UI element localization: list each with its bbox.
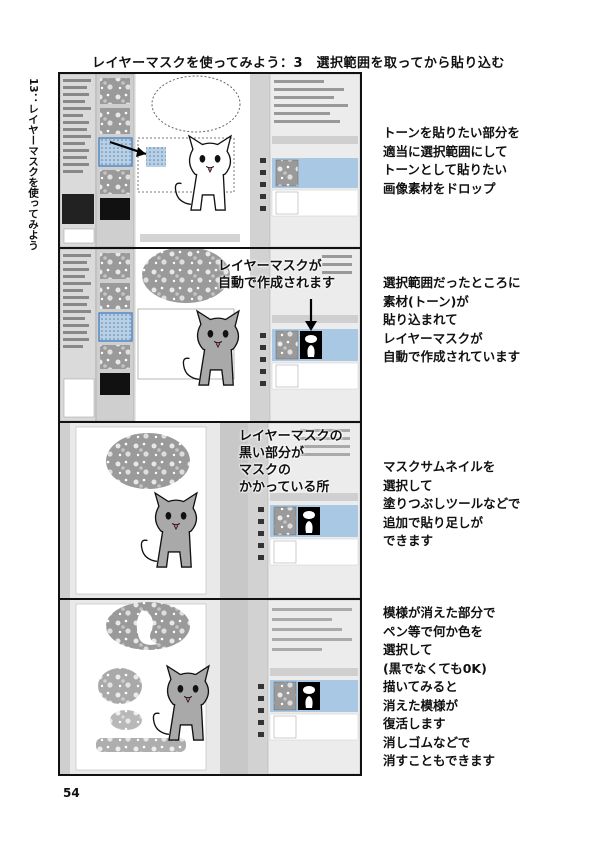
overlay-line: 黒い部分が	[239, 446, 305, 461]
caption-line: 追加で貼り足しが	[383, 514, 484, 530]
caption-line: マスクサムネイルを	[383, 459, 496, 474]
caption-line: 復活します	[383, 716, 446, 731]
caption-line: 画像素材をドロップ	[383, 180, 496, 196]
page-title: レイヤーマスクを使ってみよう：3 選択範囲を取ってから貼り込む	[92, 56, 505, 71]
caption-line: (黒でなくても0K)	[383, 660, 487, 676]
caption-line: 自動で作成されています	[383, 349, 521, 364]
caption-line: できます	[383, 533, 434, 548]
step-1-screenshot	[58, 72, 362, 249]
overlay-line: レイヤーマスクが	[218, 259, 322, 274]
step-4-caption: 模様が消えた部分で ペン等で何か色を 選択して (黒でなくても0K) 描いてみる…	[383, 604, 496, 771]
caption-line: 描いてみると	[383, 679, 458, 694]
step-3-caption: マスクサムネイルを 選択して 塗りつぶしツールなどで 追加で貼り足しが できます	[383, 458, 520, 551]
side-chapter-title: 13：レイヤーマスクを使ってみよう	[27, 78, 39, 251]
step-2-screenshot	[58, 247, 362, 423]
caption-line: 選択して	[383, 477, 433, 493]
step-4-screenshot	[58, 598, 362, 776]
caption-line: 適当に選択範囲にして	[383, 143, 508, 159]
caption-line: 選択して	[383, 642, 433, 657]
step-2-overlay: レイヤーマスクが 自動で作成されます	[218, 258, 335, 292]
overlay-line: 自動で作成されます	[218, 276, 336, 291]
overlay-line: レイヤーマスクの	[239, 429, 343, 444]
caption-line: 選択範囲だったところに	[383, 275, 521, 290]
overlay-line: かかっている所	[239, 480, 330, 495]
overlay-line: マスクの	[239, 463, 292, 478]
caption-line: 素材(トーン)が	[383, 293, 469, 309]
step-3-overlay: レイヤーマスクの 黒い部分が マスクの かかっている所	[239, 428, 343, 496]
caption-line: 塗りつぶしツールなどで	[383, 496, 521, 511]
caption-line: 貼り込まれて	[383, 312, 458, 327]
caption-line: 消えた模様が	[383, 697, 459, 713]
step-3-screenshot	[58, 421, 362, 600]
caption-line: トーンとして貼りたい	[383, 162, 508, 177]
step-2-caption: 選択範囲だったところに 素材(トーン)が 貼り込まれて レイヤーマスクが 自動で…	[383, 274, 521, 367]
caption-line: ペン等で何か色を	[383, 623, 484, 639]
page-number: 54	[63, 786, 80, 800]
caption-line: 消しゴムなどで	[383, 734, 471, 750]
step-1-caption: トーンを貼りたい部分を 適当に選択範囲にして トーンとして貼りたい 画像素材をド…	[383, 124, 520, 198]
caption-line: 消すこともできます	[383, 753, 496, 768]
caption-line: 模様が消えた部分で	[383, 605, 496, 620]
caption-line: トーンを貼りたい部分を	[383, 125, 520, 140]
caption-line: レイヤーマスクが	[383, 330, 483, 346]
